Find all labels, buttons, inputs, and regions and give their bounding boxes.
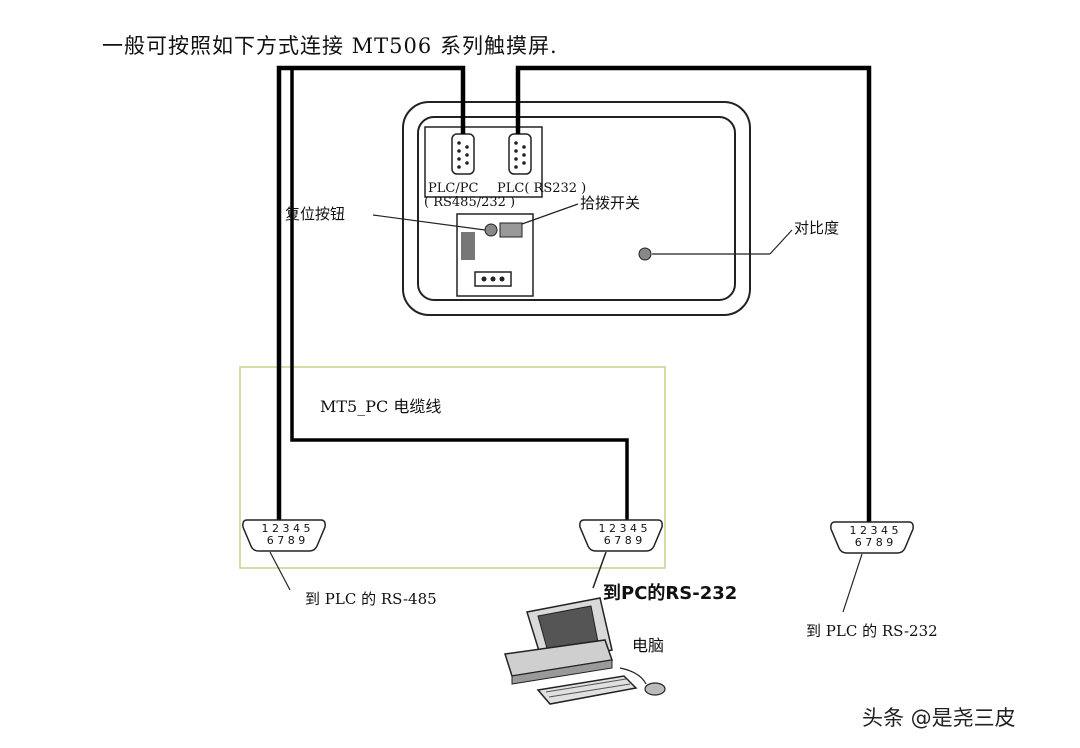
cable-to-pc-232: [290, 66, 629, 520]
db9-connector-plc232: [830, 521, 914, 554]
hmi-inner-bezel: [417, 116, 736, 301]
label-plc-rs232: 到 PLC 的 RS-232: [806, 622, 938, 640]
cables: [276, 65, 872, 522]
cable-label: MT5_PC 电缆线: [320, 397, 442, 416]
dip-switch-label: 拾拨开关: [580, 194, 641, 212]
hmi-port-1: [451, 133, 475, 175]
hmi-outer-bezel: [402, 101, 751, 316]
reset-button: [484, 223, 498, 237]
cable-to-plc-485: [276, 65, 466, 520]
hmi-port-2: [508, 133, 532, 175]
label-computer: 电脑: [632, 636, 665, 655]
cable-to-plc-232: [515, 65, 872, 522]
label-plc-rs485: 到 PLC 的 RS-485: [305, 590, 437, 608]
dip-switch: [499, 222, 523, 238]
computer-icon: [504, 597, 666, 705]
db9-connector-plc485: [242, 519, 326, 552]
watermark: 头条 @是尧三皮: [862, 706, 1016, 730]
control-box: [456, 213, 534, 297]
port2-label: PLC( RS232 ): [497, 181, 587, 196]
port1-label: PLC/PC: [428, 181, 479, 196]
reset-leader: [372, 214, 486, 231]
contrast-label: 对比度: [794, 219, 840, 237]
contrast-knob: [638, 247, 652, 261]
port-box: [424, 126, 543, 198]
cable-box: [239, 366, 666, 569]
page-title: 一般可按照如下方式连接 MT506 系列触摸屏.: [102, 34, 558, 58]
db9-connector-pc232: [579, 519, 663, 552]
label-pc-rs232: 到PC的RS-232: [603, 583, 738, 604]
indicator-block: [461, 232, 475, 260]
port1-sub-label: ( RS485/232 ): [424, 195, 516, 210]
dip-leader: [521, 203, 579, 225]
reset-button-label: 复位按钮: [285, 205, 346, 223]
